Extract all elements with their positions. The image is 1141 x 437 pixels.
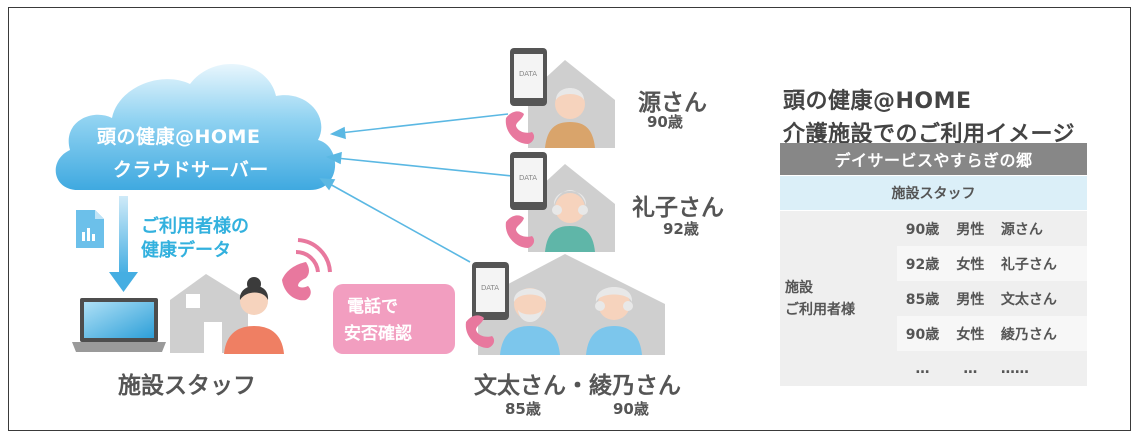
- row-name: 礼子さん: [1000, 256, 1057, 273]
- cloud-subtitle: クラウドサーバー: [113, 159, 269, 181]
- row-gender: 男性: [956, 291, 985, 308]
- phone-check-badge: [333, 284, 455, 354]
- row-age: 90歳: [905, 326, 940, 343]
- row-age: …: [915, 360, 930, 377]
- row-gender: 男性: [956, 221, 985, 238]
- row-gender: …: [963, 360, 978, 377]
- heading-line1: 頭の健康@HOME: [783, 89, 972, 114]
- row-name: 源さん: [1000, 221, 1043, 238]
- resident-1-name: 源さん: [638, 90, 707, 116]
- data-caption-line1: ご利用者様の: [141, 216, 249, 237]
- resident-1-phone-icon: [505, 111, 535, 144]
- facility-user-label-line1: 施設: [785, 279, 813, 296]
- resident-2-tablet-icon: DATA: [510, 152, 547, 210]
- staff-person-icon: [224, 277, 284, 354]
- row-name: 綾乃さん: [1000, 326, 1057, 343]
- row-age: 90歳: [905, 221, 940, 238]
- row-gender: 女性: [956, 326, 985, 343]
- data-arrows: [319, 113, 513, 263]
- resident-3-name: 文太さん・綾乃さん: [474, 373, 681, 399]
- resident-2-name: 礼子さん: [632, 195, 724, 221]
- staff-caption: 施設スタッフ: [118, 373, 256, 399]
- facility-user-rows: 90歳 男性 源さん 92歳 女性 礼子さん 85歳 男性 文太さん 90歳 女…: [897, 211, 1087, 386]
- table-row: 90歳 女性 綾乃さん: [897, 316, 1087, 351]
- cloud-title: 頭の健康@HOME: [97, 126, 261, 148]
- phone-badge-line2: 安否確認: [344, 324, 412, 344]
- down-arrow-icon: [109, 196, 138, 292]
- heading-line2: 介護施設でのご利用イメージ: [783, 122, 1076, 147]
- facility-table: デイサービスやすらぎの郷 施設スタッフ 施設 ご利用者様 90歳 男性 源さん …: [780, 143, 1087, 386]
- laptop-icon: [72, 298, 166, 352]
- resident-1-tablet-icon: DATA: [510, 48, 547, 106]
- table-row: … … ……: [897, 351, 1087, 386]
- facility-table-title: デイサービスやすらぎの郷: [780, 143, 1087, 175]
- resident-1-age: 90歳: [647, 113, 683, 131]
- resident-2-phone-icon: [505, 215, 535, 248]
- resident-3-tablet-label: DATA: [481, 284, 499, 292]
- table-row: 85歳 男性 文太さん: [897, 281, 1087, 316]
- phone-badge-line1: 電話で: [347, 297, 398, 317]
- table-row: 90歳 男性 源さん: [897, 211, 1087, 246]
- resident-2-age: 92歳: [663, 220, 699, 238]
- resident-3b-age: 90歳: [613, 400, 649, 418]
- facility-user-label: 施設 ご利用者様: [780, 211, 897, 386]
- facility-staff-row: 施設スタッフ: [780, 176, 1087, 210]
- resident-3-tablet-icon: DATA: [472, 262, 509, 320]
- data-caption-line2: 健康データ: [141, 240, 231, 261]
- staff-phone-icon: [282, 238, 332, 301]
- resident-2-house-icon: [528, 164, 615, 252]
- resident-1-tablet-label: DATA: [519, 70, 537, 78]
- row-age: 85歳: [905, 291, 940, 308]
- staff-building-icon: [170, 274, 248, 353]
- resident-3-house-icon: [478, 254, 665, 355]
- resident-1-house-icon: [528, 60, 615, 148]
- row-name: 文太さん: [1000, 291, 1057, 308]
- row-gender: 女性: [956, 256, 985, 273]
- row-name: ……: [1000, 360, 1029, 377]
- resident-3a-age: 85歳: [505, 400, 541, 418]
- facility-user-label-line2: ご利用者様: [785, 301, 855, 318]
- resident-3-phone-icon: [465, 315, 495, 348]
- table-row: 92歳 女性 礼子さん: [897, 246, 1087, 281]
- document-chart-icon: [76, 210, 104, 248]
- resident-2-tablet-label: DATA: [519, 174, 537, 182]
- row-age: 92歳: [905, 256, 940, 273]
- cloud-server-icon: [55, 63, 336, 190]
